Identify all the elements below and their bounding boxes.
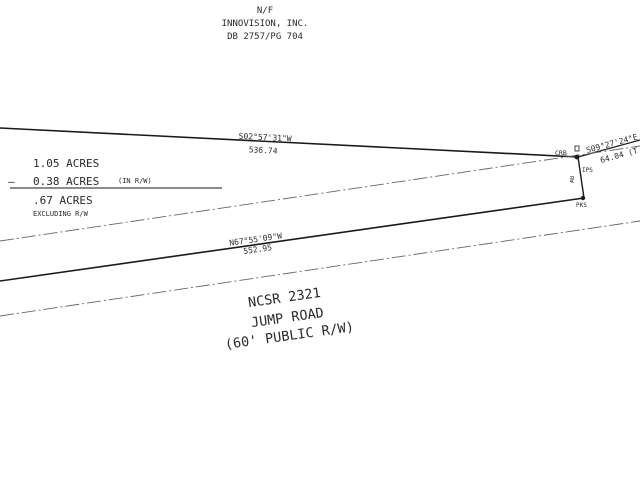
acreage-in-rw: 0.38 ACRES [33, 175, 99, 188]
east-boundary-line [577, 156, 585, 199]
crb-marker [574, 154, 580, 160]
north-boundary-line [0, 127, 579, 158]
acreage-net-note: EXCLUDING R/W [33, 210, 89, 218]
east-extension-line [577, 139, 640, 158]
acreage-net: .67 ACRES [33, 194, 93, 207]
acreage-minus: – [8, 175, 15, 188]
ips-label: IPS [582, 167, 593, 174]
south-boundary-line [0, 197, 585, 282]
rw-line-south [0, 220, 640, 317]
owner-nf: N/F [257, 6, 273, 16]
rw-line-north [0, 145, 640, 242]
rw-label: RW [568, 176, 574, 183]
pks-marker [580, 195, 586, 201]
crb-label: CRB [555, 149, 567, 157]
north-distance: 536.74 [248, 145, 278, 155]
owner-deed: DB 2757/PG 704 [227, 32, 303, 42]
pks-label: PKS [576, 202, 587, 209]
crb-box-icon [574, 145, 580, 152]
owner-name: INNOVISION, INC. [222, 19, 309, 29]
acreage-in-rw-note: (IN R/W) [118, 177, 152, 185]
acreage-total: 1.05 ACRES [33, 157, 99, 170]
south-distance: 552.95 [243, 243, 273, 256]
north-bearing: S02°57'31"W [238, 132, 292, 144]
